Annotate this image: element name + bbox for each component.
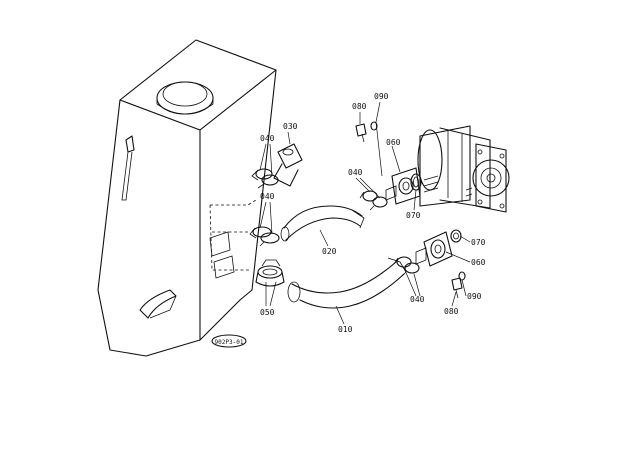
o-rings-070 <box>410 173 462 243</box>
label-060-lower: 060 <box>471 258 486 267</box>
label-040-middle-left: 040 <box>260 192 275 201</box>
hydraulic-tank <box>97 39 277 357</box>
label-070-lower: 070 <box>471 238 486 247</box>
hydraulic-pump <box>417 125 510 213</box>
label-040-upper-right: 040 <box>348 168 363 177</box>
hose-010 <box>287 257 407 309</box>
label-080-upper: 080 <box>352 102 367 111</box>
figure-code-badge: 902P3-01 <box>211 334 247 348</box>
hose-clamps-040 <box>249 168 420 277</box>
adapter-030 <box>273 143 303 187</box>
flange-060-upper <box>385 167 421 205</box>
label-060-upper: 060 <box>386 138 401 147</box>
figure-code-text: 902P3-01 <box>215 339 244 346</box>
label-040-lower-right: 040 <box>410 295 425 304</box>
label-030: 030 <box>283 122 298 131</box>
label-070-upper: 070 <box>406 211 421 220</box>
hose-020 <box>280 205 365 242</box>
label-010: 010 <box>338 325 353 334</box>
part-labels: 030 040 040 050 020 010 040 080 090 060 … <box>260 92 486 334</box>
label-090-lower: 090 <box>467 292 482 301</box>
label-090-upper: 090 <box>374 92 389 101</box>
label-040-upper-left: 040 <box>260 134 275 143</box>
fitting-050 <box>255 259 285 287</box>
label-020: 020 <box>322 247 337 256</box>
label-080-lower: 080 <box>444 307 459 316</box>
leader-lines <box>259 101 471 325</box>
label-050: 050 <box>260 308 275 317</box>
bolts-080-washers-090 <box>355 121 466 299</box>
flange-060-lower <box>415 231 453 267</box>
